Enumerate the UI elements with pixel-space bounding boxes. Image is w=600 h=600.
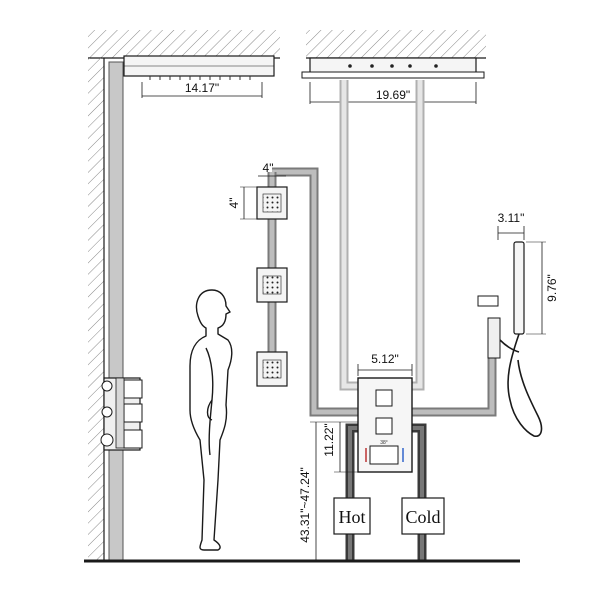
rain-head-side-nozzles <box>149 76 251 80</box>
figure-hand <box>206 399 213 421</box>
dim-handshower-length-label: 9.76" <box>545 274 559 302</box>
dim-rain-front-label: 19.69" <box>376 88 410 102</box>
dim-valve-mount-height-label: 43.31"~47.24" <box>298 467 312 543</box>
dim-rain-front: 19.69" <box>309 82 477 104</box>
thermostatic-valve: 38° <box>357 377 413 473</box>
rain-supply-pipe-outer <box>339 80 425 391</box>
side-valve-stack <box>100 377 143 451</box>
cold-label: Cold <box>405 507 440 527</box>
handshower-pipe-outer <box>400 330 497 417</box>
hot-label-box: Hot <box>333 497 371 535</box>
dim-valve-height: 11.22" <box>322 421 358 473</box>
rain-head-front-jets <box>348 64 438 68</box>
body-jet-2 <box>256 267 288 303</box>
side-ceiling <box>88 30 280 58</box>
dim-valve-mount-height: 43.31"~47.24" <box>298 421 334 560</box>
wall-bracket-top <box>477 295 499 307</box>
human-figure <box>189 289 233 551</box>
dim-body-jet-spacing-label: 4" <box>263 161 274 175</box>
valve-knob-2 <box>375 417 393 435</box>
dim-valve-height-label: 11.22" <box>322 423 336 456</box>
side-knob-2 <box>123 403 143 423</box>
dim-rain-side: 14.17" <box>141 81 263 98</box>
dim-valve-width-label: 5.12" <box>371 352 399 366</box>
dim-body-jet-size: 4" <box>227 186 257 220</box>
handshower-wand <box>513 241 525 335</box>
front-ceiling <box>306 30 486 58</box>
valve-knob-1 <box>375 389 393 407</box>
valve-temp-mark: 38° <box>380 440 388 446</box>
valve-knob-thermo <box>369 445 399 465</box>
hot-label: Hot <box>339 507 366 527</box>
handshower-pipe-inner <box>400 330 495 415</box>
side-knob-1 <box>123 379 143 399</box>
dim-body-jet-size-label: 4" <box>227 198 241 209</box>
dim-handshower-length: 9.76" <box>526 241 559 335</box>
dim-rain-side-label: 14.17" <box>185 81 219 95</box>
side-view: 14.17" <box>88 30 280 561</box>
body-jet-3 <box>256 351 288 387</box>
dim-handshower-width-label: 3.11" <box>498 211 525 225</box>
side-port-3 <box>100 433 114 447</box>
rain-supply-pipe-inner <box>341 80 423 389</box>
side-knob-3 <box>123 429 143 449</box>
handshower-assembly <box>477 241 543 438</box>
side-wall <box>88 58 104 560</box>
handshower-hose <box>507 333 543 438</box>
rain-head-front-lip <box>301 71 485 79</box>
dim-handshower-width: 3.11" <box>497 211 525 240</box>
side-wall-pipe <box>108 61 124 561</box>
dim-body-jet-spacing: 4" <box>258 161 286 177</box>
side-valve-plate <box>115 377 125 449</box>
cold-label-box: Cold <box>401 497 445 535</box>
dim-valve-width: 5.12" <box>357 352 413 376</box>
front-view: 19.69" 4" <box>227 30 559 560</box>
body-jet-1 <box>256 186 288 220</box>
body-jet-pipe-inner <box>272 169 358 415</box>
side-port-1 <box>101 380 113 392</box>
hose-connector <box>499 339 520 353</box>
side-port-2 <box>101 406 113 418</box>
wall-elbow <box>487 317 501 359</box>
